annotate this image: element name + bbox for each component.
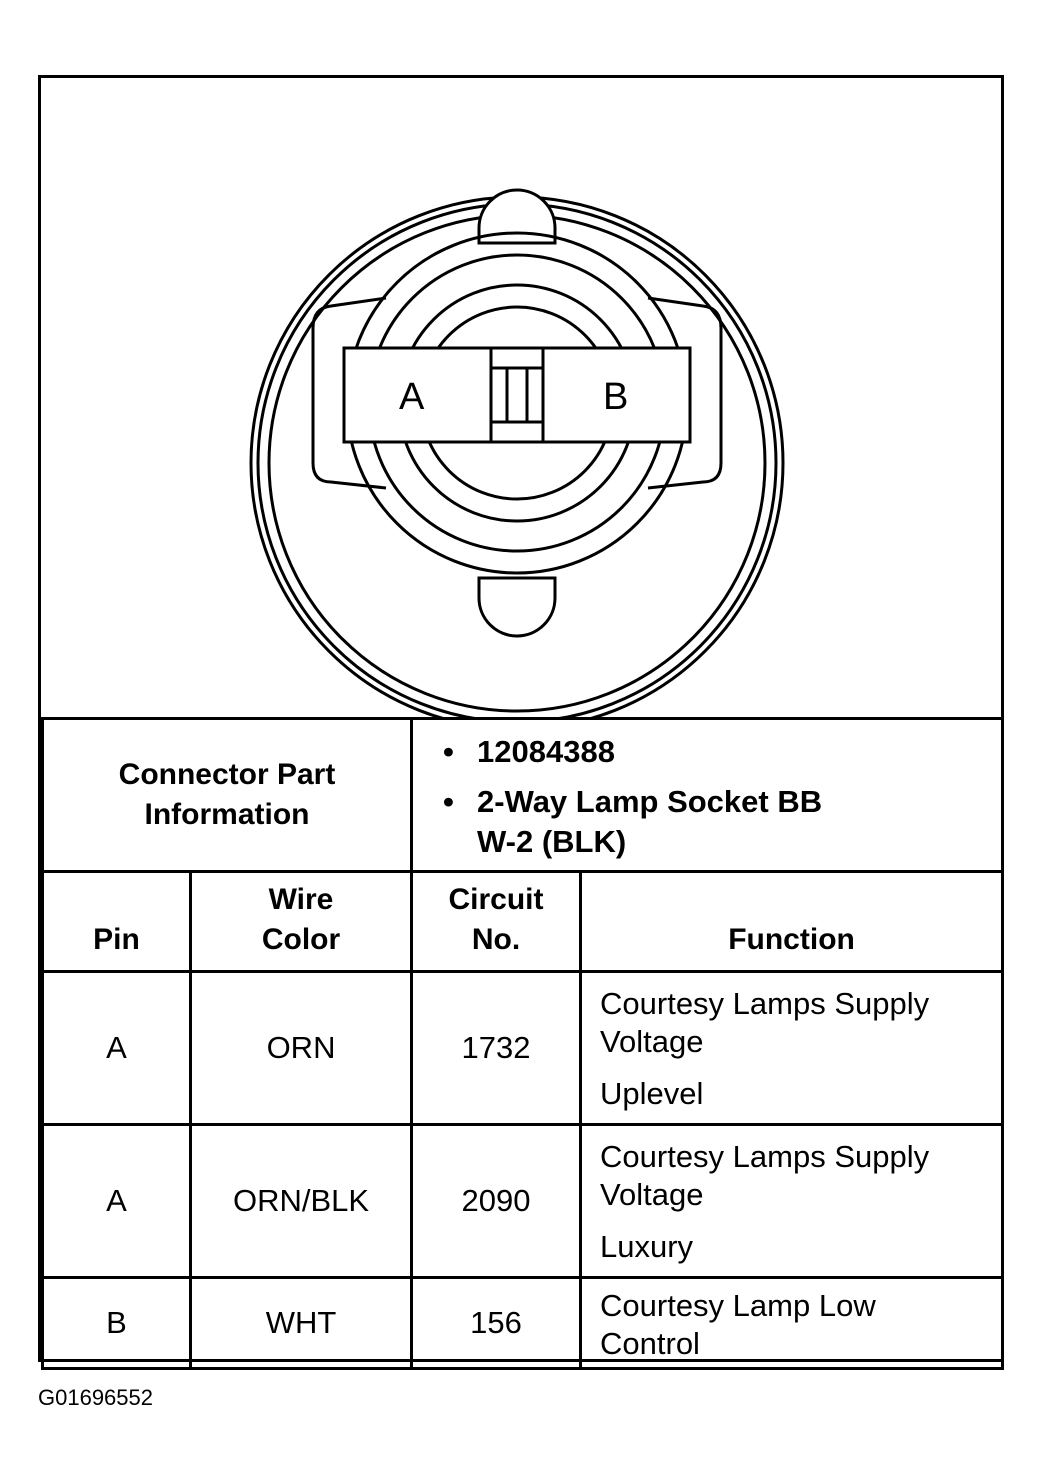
circuit-cell: 2090 (410, 1123, 583, 1279)
figure-code: G01696552 (38, 1385, 153, 1410)
function-line2: Voltage (600, 1024, 704, 1059)
part-description-bullet: 2-Way Lamp Socket BB W-2 (BLK) (443, 782, 1001, 862)
connector-part-label-line2: Information (144, 798, 310, 831)
function-header-text: Function (728, 923, 855, 956)
wire-color-header-line1: Wire (268, 883, 334, 916)
part-number: 12084388 (477, 734, 615, 769)
connector-part-values-cell: 12084388 2-Way Lamp Socket BB W-2 (BLK) (410, 717, 1005, 873)
wire-color-cell: WHT (188, 1276, 414, 1370)
part-number-bullet: 12084388 (443, 732, 1001, 772)
pin-header-text: Pin (93, 923, 140, 956)
function-line2: Voltage (600, 1177, 704, 1212)
function-note: Uplevel (600, 1076, 704, 1111)
column-header-row: Pin Wire Color Circuit No. Function (41, 870, 1005, 973)
connector-frame: A B Connector Part Information 12084388 … (38, 75, 1005, 1370)
pin-cell: A (41, 970, 192, 1126)
circuit-cell: 156 (410, 1276, 583, 1370)
connector-part-label-line1: Connector Part (118, 758, 336, 791)
right-clip (647, 296, 723, 490)
function-cell: Courtesy Lamps Supply Voltage Luxury (579, 1123, 1005, 1279)
table-row: B WHT 156 Courtesy Lamp Low Control (41, 1276, 1005, 1370)
wire-color-header-line2: Color (261, 923, 341, 956)
left-clip (311, 296, 387, 490)
circuit-header-line1: Circuit (448, 883, 544, 916)
part-description-line1: 2-Way Lamp Socket BB (477, 784, 823, 819)
circuit-header: Circuit No. (410, 870, 583, 973)
part-description-line2: W-2 (BLK) (477, 824, 627, 859)
pin-cell: A (41, 1123, 192, 1279)
contact-divider (489, 346, 545, 444)
part-bullet-list: 12084388 2-Way Lamp Socket BB W-2 (BLK) (413, 720, 1001, 870)
circuit-header-line2: No. (471, 923, 521, 956)
wire-color-header: Wire Color (188, 870, 414, 973)
connector-part-row: Connector Part Information 12084388 2-Wa… (40, 717, 1005, 873)
pin-b-label: B (603, 376, 629, 418)
connector-drawing (249, 188, 785, 718)
function-line2: Control (600, 1326, 700, 1361)
outer-ring-inner (256, 202, 778, 718)
connector-info-table: Connector Part Information 12084388 2-Wa… (40, 717, 1005, 1370)
wire-color-cell: ORN (188, 970, 414, 1126)
outer-ring (249, 195, 785, 718)
function-line1: Courtesy Lamp Low (600, 1288, 876, 1323)
function-line1: Courtesy Lamps Supply (600, 1139, 930, 1174)
pin-cell: B (41, 1276, 192, 1370)
wire-color-cell: ORN/BLK (188, 1123, 414, 1279)
function-cell: Courtesy Lamps Supply Voltage Uplevel (579, 970, 1005, 1126)
function-header: Function (579, 870, 1005, 973)
circuit-cell: 1732 (410, 970, 583, 1126)
pin-header: Pin (41, 870, 192, 973)
function-line1: Courtesy Lamps Supply (600, 986, 930, 1021)
connector-face-diagram: A B (41, 78, 1001, 718)
top-key-tab (477, 188, 557, 245)
pin-a-label: A (399, 376, 425, 418)
connector-part-label-cell: Connector Part Information (40, 717, 414, 873)
table-row: A ORN/BLK 2090 Courtesy Lamps Supply Vol… (41, 1123, 1005, 1279)
table-row: A ORN 1732 Courtesy Lamps Supply Voltage… (41, 970, 1005, 1126)
bottom-key-tab (477, 576, 557, 638)
function-cell: Courtesy Lamp Low Control (579, 1276, 1005, 1370)
function-note: Luxury (600, 1229, 694, 1264)
